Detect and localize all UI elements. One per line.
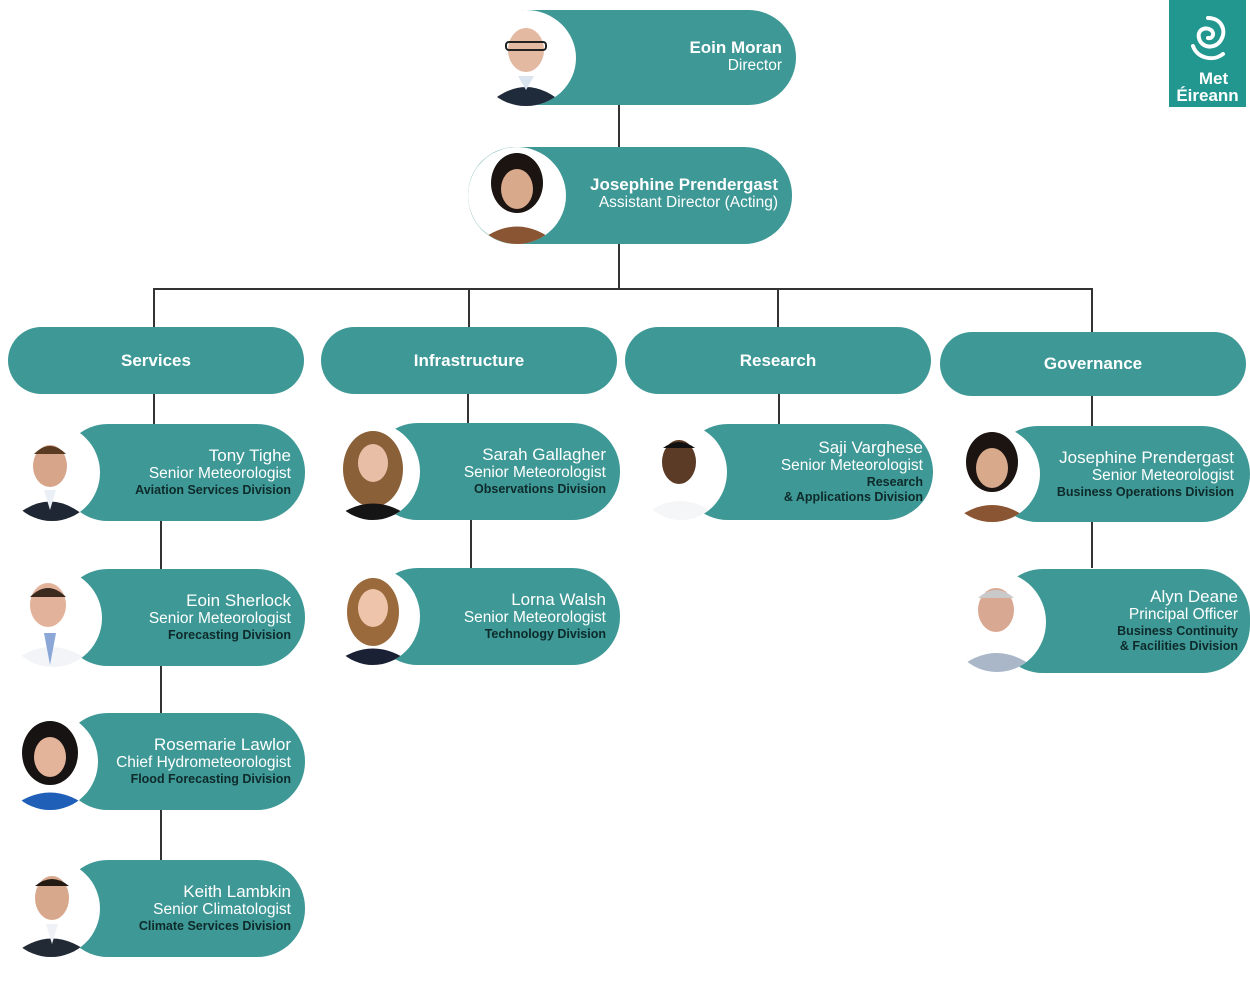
person-division: Aviation Services Division <box>135 483 291 497</box>
person-name: Tony Tighe <box>208 446 291 465</box>
person-division: Technology Division <box>484 627 606 641</box>
person-card: Saji Varghese Senior Meteorologist Resea… <box>680 424 933 520</box>
person-division: Observations Division <box>474 482 606 496</box>
person-photo <box>326 568 420 665</box>
person-division: Flood Forecasting Division <box>130 772 291 786</box>
connector-line <box>468 288 470 328</box>
assistant-director-name: Josephine Prendergast <box>589 175 778 194</box>
person-role: Senior Meteorologist <box>148 465 291 482</box>
person-text: Lorna Walsh Senior Meteorologist Technol… <box>464 590 606 642</box>
person-text: Tony Tighe Senior Meteorologist Aviation… <box>135 446 291 498</box>
director-photo <box>476 10 576 106</box>
person-photo <box>2 713 98 810</box>
connector-line <box>1091 522 1093 568</box>
person-division: Business Continuity <box>1117 624 1238 638</box>
person-role: Senior Meteorologist <box>780 457 923 474</box>
assistant-director-text: Josephine Prendergast Assistant Director… <box>590 175 778 212</box>
connector-line <box>618 243 620 289</box>
person-division: Forecasting Division <box>168 628 291 642</box>
logo-text-met: Met <box>1198 69 1229 88</box>
director-role: Director <box>727 57 782 74</box>
director-name: Eoin Moran <box>689 38 782 57</box>
person-role: Senior Meteorologist <box>463 609 606 626</box>
person-text: Eoin Sherlock Senior Meteorologist Forec… <box>149 591 291 643</box>
connector-line <box>153 288 1093 290</box>
assistant-director-role: Assistant Director (Acting) <box>598 194 778 211</box>
person-photo <box>635 424 727 520</box>
person-photo <box>944 426 1040 522</box>
person-role: Principal Officer <box>1128 606 1238 623</box>
person-role: Senior Meteorologist <box>148 610 291 627</box>
person-text: Saji Varghese Senior Meteorologist Resea… <box>781 438 923 505</box>
person-name: Lorna Walsh <box>511 590 606 609</box>
person-division: Business Operations Division <box>1056 485 1234 499</box>
category-infrastructure: Infrastructure <box>321 327 617 394</box>
person-photo <box>326 423 420 520</box>
person-division: Climate Services Division <box>138 919 291 933</box>
person-name: Eoin Sherlock <box>186 591 291 610</box>
connector-line <box>160 521 162 570</box>
connector-line <box>778 393 780 425</box>
person-card: Keith Lambkin Senior Climatologist Clima… <box>60 860 305 957</box>
person-text: Josephine Prendergast Senior Meteorologi… <box>1057 448 1234 500</box>
person-photo <box>948 572 1046 672</box>
person-name: Alyn Deane <box>1150 587 1238 606</box>
person-text: Rosemarie Lawlor Chief Hydrometeorologis… <box>116 735 291 787</box>
person-role: Senior Meteorologist <box>463 464 606 481</box>
person-text: Sarah Gallagher Senior Meteorologist Obs… <box>464 445 606 497</box>
category-services: Services <box>8 327 304 394</box>
spiral-icon <box>1190 16 1225 61</box>
connector-line <box>160 666 162 714</box>
person-role: Senior Climatologist <box>153 901 291 918</box>
connector-line <box>467 393 469 425</box>
connector-line <box>777 288 779 328</box>
person-division: & Applications Division <box>783 490 923 504</box>
category-governance: Governance <box>940 332 1246 396</box>
logo-text-eireann: Éireann <box>1176 86 1239 105</box>
connector-line <box>1091 396 1093 426</box>
connector-line <box>1091 288 1093 332</box>
person-role: Senior Meteorologist <box>1091 467 1234 484</box>
director-text: Eoin Moran Director <box>689 38 782 75</box>
person-photo <box>4 569 102 667</box>
person-photo <box>2 860 100 957</box>
connector-line <box>618 104 620 148</box>
person-name: Sarah Gallagher <box>482 445 606 464</box>
person-name: Saji Varghese <box>818 438 923 457</box>
person-name: Rosemarie Lawlor <box>154 735 291 754</box>
category-research: Research <box>625 327 931 394</box>
connector-line <box>153 393 155 425</box>
person-card: Josephine Prendergast Senior Meteorologi… <box>990 426 1250 522</box>
person-name: Keith Lambkin <box>183 882 291 901</box>
person-name: Josephine Prendergast <box>1059 448 1234 467</box>
person-card: Rosemarie Lawlor Chief Hydrometeorologis… <box>60 713 305 810</box>
person-photo <box>4 424 100 521</box>
person-text: Keith Lambkin Senior Climatologist Clima… <box>139 882 291 934</box>
connector-line <box>160 810 162 860</box>
person-division: & Facilities Division <box>1119 639 1238 653</box>
connector-line <box>470 520 472 569</box>
person-division: Research <box>866 475 923 489</box>
assistant-director-photo <box>468 147 566 244</box>
person-text: Alyn Deane Principal Officer Business Co… <box>1117 587 1238 654</box>
connector-line <box>153 288 155 328</box>
met-eireann-logo: Met Éireann <box>1169 0 1246 107</box>
person-role: Chief Hydrometeorologist <box>116 754 291 771</box>
person-card: Tony Tighe Senior Meteorologist Aviation… <box>60 424 305 521</box>
